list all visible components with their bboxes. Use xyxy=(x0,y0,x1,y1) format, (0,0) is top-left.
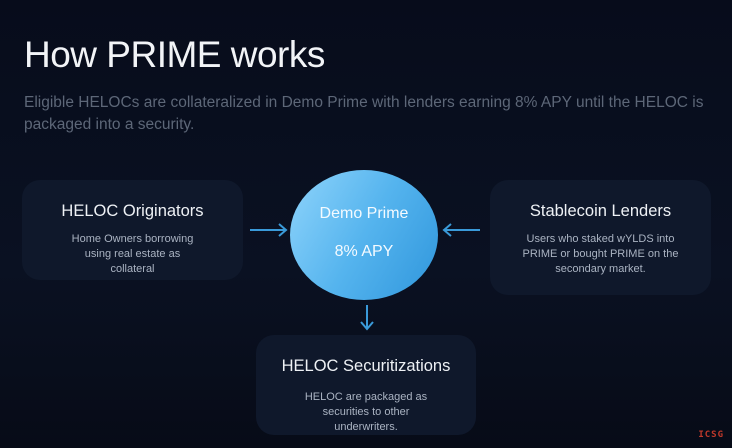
watermark-logo: ICSG xyxy=(698,430,724,440)
card-stablecoin-lenders: Stablecoin Lenders Users who staked wYLD… xyxy=(490,180,711,295)
card-title: HELOC Originators xyxy=(61,202,204,220)
arrow-down-icon xyxy=(360,305,374,331)
page-title: How PRIME works xyxy=(24,34,325,75)
card-title: HELOC Securitizations xyxy=(281,357,451,375)
arrow-left-icon xyxy=(442,223,480,237)
card-description: HELOC are packaged as securities to othe… xyxy=(304,391,428,433)
card-heloc-originators: HELOC Originators Home Owners borrowing … xyxy=(22,180,243,280)
demo-prime-circle: Demo Prime 8% APY xyxy=(290,170,438,300)
arrow-right-icon xyxy=(250,223,288,237)
pool-name: Demo Prime xyxy=(319,205,409,222)
card-description: Home Owners borrowing using real estate … xyxy=(71,233,194,275)
page-subtitle: Eligible HELOCs are collateralized in De… xyxy=(24,94,704,133)
card-description: Users who staked wYLDS into PRIME or bou… xyxy=(522,233,679,275)
card-title: Stablecoin Lenders xyxy=(529,202,672,220)
pool-apy: 8% APY xyxy=(334,243,394,260)
card-heloc-securitizations: HELOC Securitizations HELOC are packaged… xyxy=(256,335,476,435)
